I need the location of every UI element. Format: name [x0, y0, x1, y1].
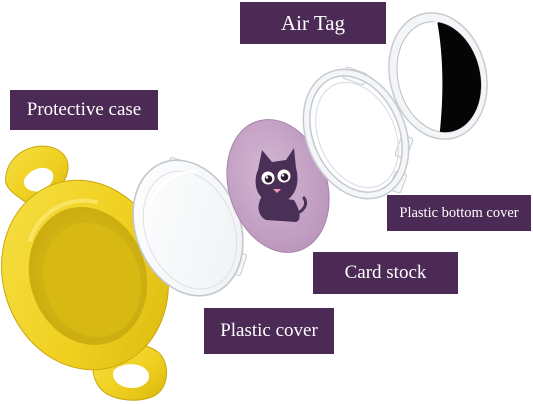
card-stock-label-text: Card stock	[344, 262, 427, 283]
protective-case-label: Protective case	[10, 90, 158, 130]
air-tag-illustration	[388, 12, 493, 142]
card-stock-label: Card stock	[313, 252, 458, 294]
protective-case-illustration	[1, 145, 169, 401]
cat-icon	[255, 148, 308, 222]
plastic-bottom-cover-label-text: Plastic bottom cover	[399, 204, 519, 221]
plastic-cover-label-text: Plastic cover	[220, 320, 318, 341]
plastic-cover-illustration	[132, 156, 247, 297]
plastic-bottom-cover-label: Plastic bottom cover	[387, 195, 531, 231]
plastic-bottom-cover-illustration	[302, 66, 414, 200]
air-tag-label-text: Air Tag	[280, 10, 346, 35]
card-stock-illustration	[226, 119, 330, 253]
plastic-cover-label: Plastic cover	[204, 308, 334, 354]
air-tag-label: Air Tag	[240, 2, 386, 44]
protective-case-label-text: Protective case	[26, 99, 142, 120]
